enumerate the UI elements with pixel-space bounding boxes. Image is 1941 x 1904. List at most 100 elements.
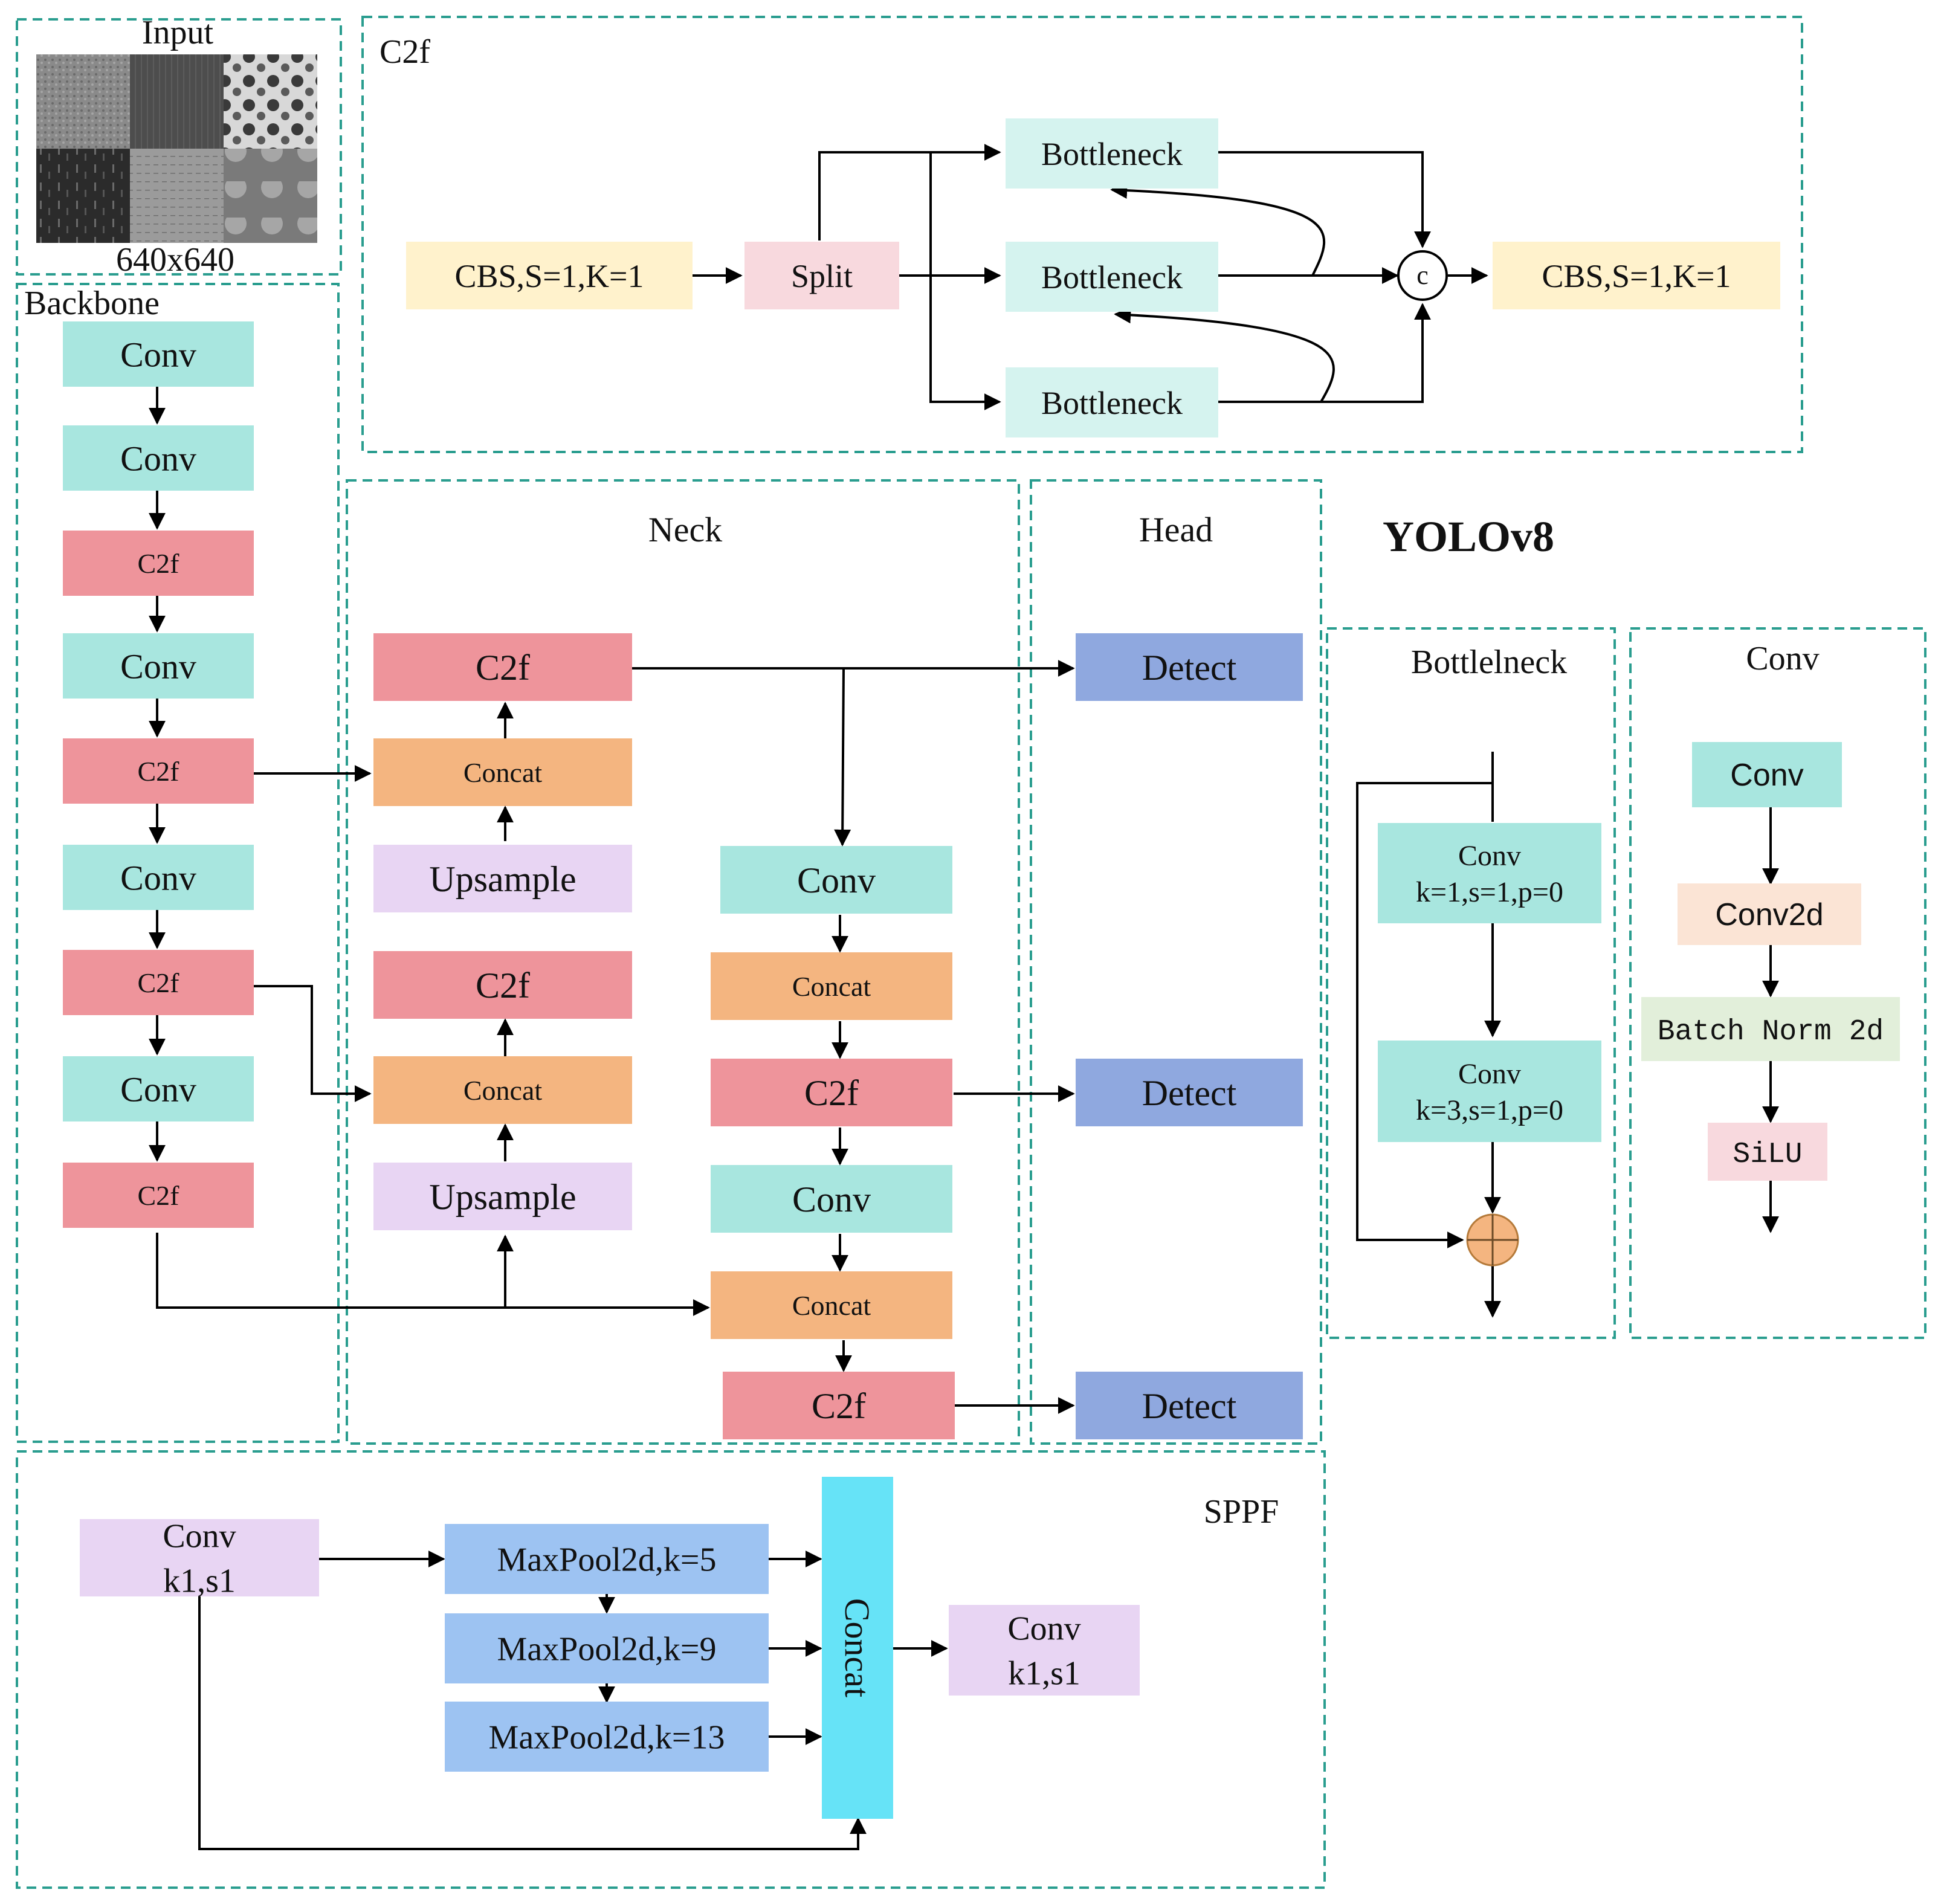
sppf-maxpool-3: MaxPool2d,k=13 xyxy=(445,1702,769,1772)
head-detect-1-label: Detect xyxy=(1142,648,1237,688)
neck-right-3-label: C2f xyxy=(804,1073,859,1113)
conv-detail-batchnorm-box xyxy=(1641,997,1900,1061)
bottleneck-detail-title: Bottlelneck xyxy=(1411,644,1567,681)
sppf-conv-in-label-2: k1,s1 xyxy=(163,1563,236,1600)
backbone-block-5: C2f xyxy=(63,738,254,804)
bottleneck-detail-conv-1-box xyxy=(1378,823,1601,923)
sppf-conv-out-label-1: Conv xyxy=(1007,1610,1080,1648)
bottleneck-detail-conv-2-box xyxy=(1378,1041,1601,1142)
neck-right-5-label: Concat xyxy=(792,1290,871,1321)
neck-right-2: Concat xyxy=(711,952,952,1020)
conv-detail-title: Conv xyxy=(1746,640,1819,677)
backbone-block-8-box xyxy=(63,1056,254,1121)
backbone-block-9-label: C2f xyxy=(138,1180,180,1211)
c2f-bottleneck-1-box xyxy=(1006,118,1218,189)
sppf-maxpool-1-box xyxy=(445,1524,769,1594)
sppf-maxpool-3-box xyxy=(445,1702,769,1772)
conv-detail-silu: SiLU xyxy=(1708,1123,1827,1181)
backbone-block-5-label: C2f xyxy=(138,756,180,787)
backbone-block-9-box xyxy=(63,1163,254,1228)
sppf-maxpool-1: MaxPool2d,k=5 xyxy=(445,1524,769,1594)
neck-right-5-box xyxy=(711,1271,952,1339)
backbone-block-7-box xyxy=(63,950,254,1015)
conv-detail-conv2d-box xyxy=(1678,883,1861,945)
bottleneck-detail-conv-2-label-2: k=3,s=1,p=0 xyxy=(1416,1094,1563,1126)
head-detect-2-label: Detect xyxy=(1142,1073,1237,1113)
sppf-conv-out-box xyxy=(949,1605,1140,1696)
neck-right-2-box xyxy=(711,952,952,1020)
neck-left-6-label: Upsample xyxy=(429,1177,576,1217)
backbone-frame xyxy=(16,283,340,1443)
neck-right-3: C2f xyxy=(711,1059,952,1126)
input-frame xyxy=(16,18,342,276)
c2f-cbs-out: CBS,S=1,K=1 xyxy=(1493,242,1780,309)
head-detect-2: Detect xyxy=(1076,1059,1303,1126)
sppf-title: SPPF xyxy=(1204,1493,1279,1531)
backbone-block-1: Conv xyxy=(63,321,254,387)
neck-right-6: C2f xyxy=(723,1372,955,1439)
bottleneck-detail-conv-1: Conv k=1,s=1,p=0 xyxy=(1378,823,1601,923)
backbone-block-1-box xyxy=(63,321,254,387)
bottleneck-detail-conv-1-label-2: k=1,s=1,p=0 xyxy=(1416,876,1563,908)
backbone-title: Backbone xyxy=(24,285,160,322)
neck-section: Neck C2fConcatUpsampleC2fConcatUpsampleC… xyxy=(373,510,955,1439)
c2f-bottleneck-3-label: Bottleneck xyxy=(1041,385,1183,421)
sppf-maxpool-1-label: MaxPool2d,k=5 xyxy=(497,1541,717,1579)
input-thumbnail-2 xyxy=(130,54,224,149)
neck-right-6-box xyxy=(723,1372,955,1439)
c2f-title: C2f xyxy=(379,33,430,71)
head-detect-2-box xyxy=(1076,1059,1303,1126)
sppf-maxpool-2-label: MaxPool2d,k=9 xyxy=(497,1631,717,1668)
conv-detail-conv2d-label: Conv2d xyxy=(1715,897,1823,932)
head-title: Head xyxy=(1139,510,1213,549)
c2f-split-box xyxy=(744,242,899,309)
neck-left-5: Concat xyxy=(373,1056,632,1124)
backbone-block-7: C2f xyxy=(63,950,254,1015)
input-section: Input 640x640 xyxy=(36,14,317,279)
c2f-cbs-in-label: CBS,S=1,K=1 xyxy=(454,258,644,294)
conv-detail-conv: Conv xyxy=(1692,742,1842,807)
backbone-block-4-box xyxy=(63,633,254,699)
neck-right-1-label: Conv xyxy=(797,860,876,900)
neck-left-2: Concat xyxy=(373,738,632,806)
neck-left-1-label: C2f xyxy=(476,648,530,688)
neck-left-4-label: C2f xyxy=(476,966,530,1005)
bottleneck-detail-conv-1-label-1: Conv xyxy=(1458,840,1521,872)
backbone-block-2-label: Conv xyxy=(120,439,196,478)
sppf-conv-out-label-2: k1,s1 xyxy=(1008,1655,1080,1693)
sppf-concat: Concat xyxy=(822,1477,893,1819)
head-detect-3: Detect xyxy=(1076,1372,1303,1439)
backbone-block-4: Conv xyxy=(63,633,254,699)
neck-title: Neck xyxy=(648,510,722,549)
conv-detail-conv-box xyxy=(1692,742,1842,807)
c2f-cbs-in-box xyxy=(406,242,693,309)
sppf-conv-out: Conv k1,s1 xyxy=(949,1605,1140,1696)
neck-right-2-label: Concat xyxy=(792,971,871,1002)
input-thumbnail-3 xyxy=(224,54,317,149)
conv-detail-silu-label: SiLU xyxy=(1733,1138,1802,1171)
neck-left-3-label: Upsample xyxy=(429,859,576,899)
backbone-block-6: Conv xyxy=(63,845,254,910)
input-thumbnail-1 xyxy=(36,54,130,149)
model-title: YOLOv8 xyxy=(1383,512,1554,561)
c2f-concat-symbol: c xyxy=(1416,260,1429,290)
sppf-conv-in-box xyxy=(80,1519,319,1596)
backbone-block-9: C2f xyxy=(63,1163,254,1228)
c2f-frame xyxy=(361,16,1803,453)
neck-right-5: Concat xyxy=(711,1271,952,1339)
neck-left-4: C2f xyxy=(373,951,632,1019)
backbone-block-6-label: Conv xyxy=(120,858,196,897)
conv-detail-batchnorm: Batch Norm 2d xyxy=(1641,997,1900,1061)
conv-detail-conv-label: Conv xyxy=(1730,758,1803,793)
neck-right-4-label: Conv xyxy=(792,1180,871,1219)
c2f-bottleneck-2-label: Bottleneck xyxy=(1041,259,1183,295)
backbone-block-3-box xyxy=(63,531,254,596)
c2f-bottleneck-1-label: Bottleneck xyxy=(1041,136,1183,172)
sppf-maxpool-2-box xyxy=(445,1613,769,1683)
sppf-conv-in-label-1: Conv xyxy=(163,1518,236,1555)
conv-detail-silu-box xyxy=(1708,1123,1827,1181)
input-size-label: 640x640 xyxy=(116,241,234,279)
